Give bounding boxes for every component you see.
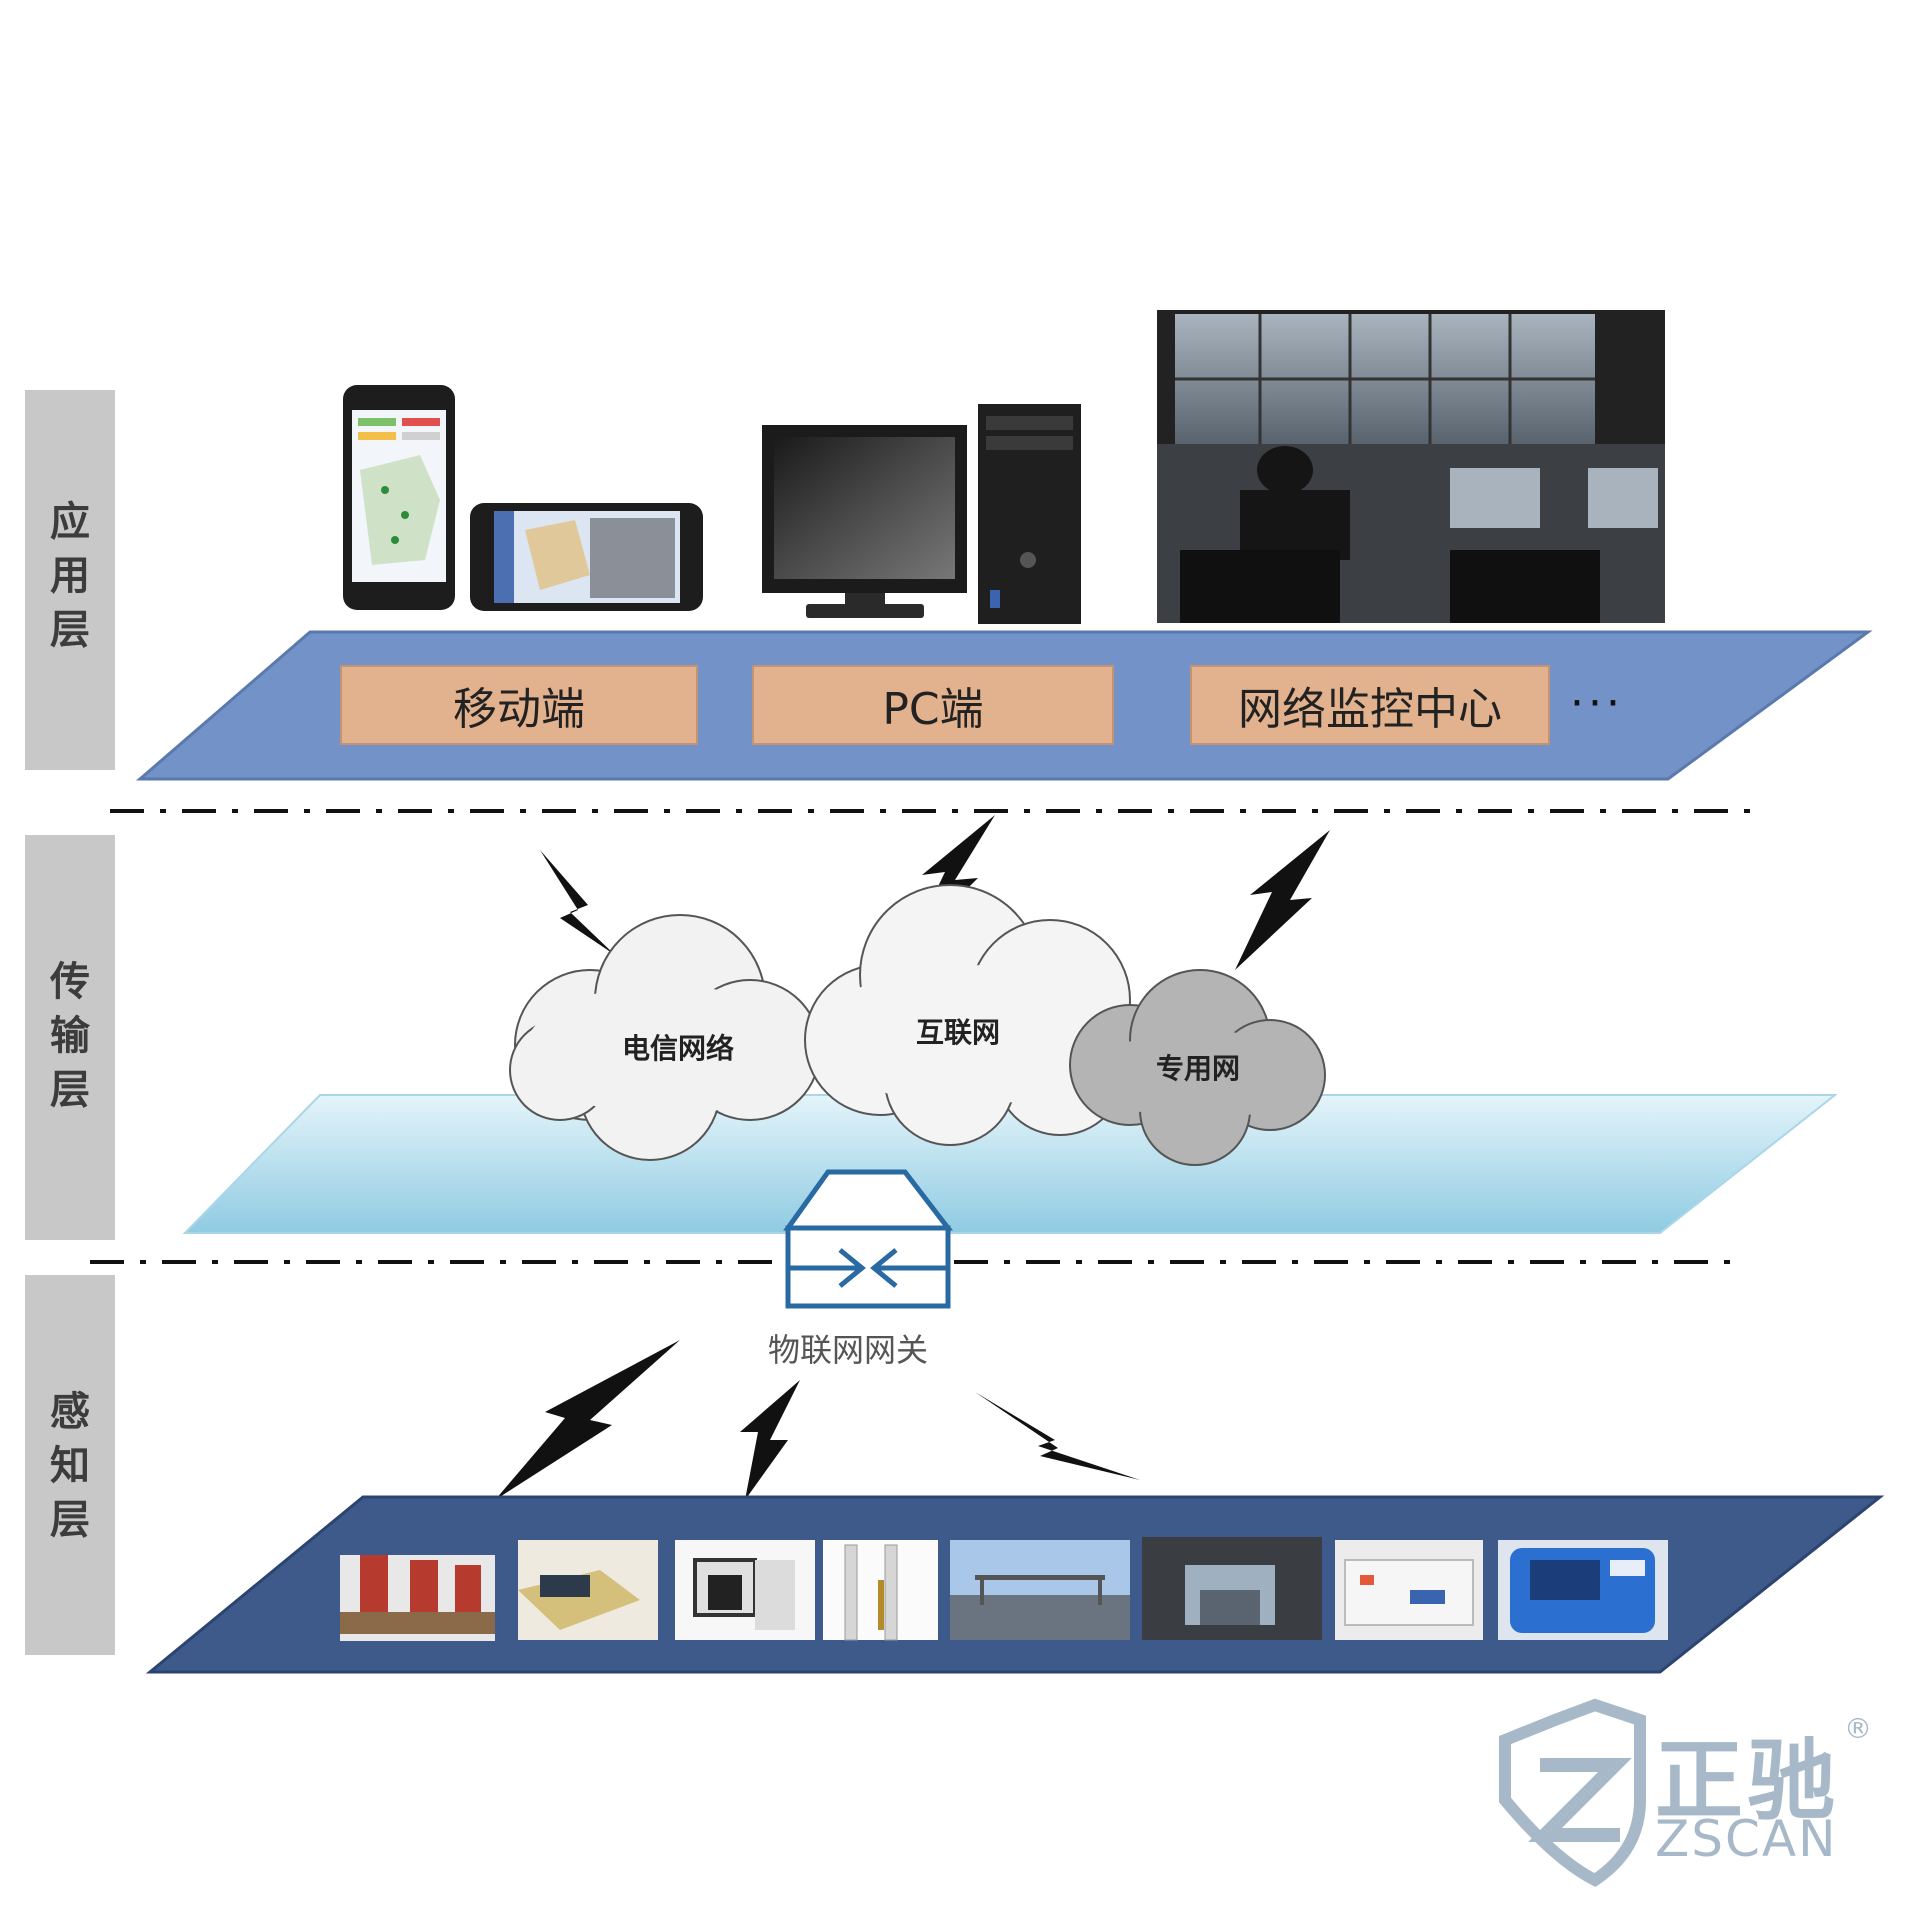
sensor-thumb-vehicle-scanner	[518, 1540, 658, 1640]
layer-char: 层	[50, 1066, 90, 1113]
transport-layer-plane	[182, 1094, 1838, 1234]
gateway-label: 物联网网关	[768, 1331, 929, 1369]
layer-label-application: 应 用 层	[48, 495, 92, 657]
pc-tower-icon	[978, 404, 1081, 624]
app-box-mobile: 移动端	[340, 665, 698, 745]
cloud-label-telecom: 电信网络	[622, 1032, 734, 1065]
sensor-thumb-barrier-gate	[340, 1555, 495, 1641]
brand-registered-mark: ®	[1844, 1712, 1872, 1745]
phone-portrait-icon	[343, 385, 455, 610]
phone-landscape-icon	[470, 503, 703, 611]
layer-tab-application	[25, 390, 115, 770]
cloud-telecom	[509, 914, 821, 1161]
cloud-private	[1069, 969, 1326, 1166]
brand-name-en: ZSCAN	[1655, 1810, 1838, 1868]
layer-label-perception: 感 知 层	[48, 1385, 92, 1547]
layer-char: 传	[50, 958, 90, 1005]
cloud-internet	[804, 884, 1131, 1146]
layer-char: 层	[50, 606, 90, 653]
sensor-thumbnails	[340, 1537, 1668, 1641]
layer-char: 输	[50, 1012, 90, 1059]
sensor-thumb-road-gantry	[950, 1540, 1130, 1640]
app-box-pc: PC端	[752, 665, 1114, 745]
sensor-thumb-detector-device	[1335, 1540, 1483, 1640]
layer-char: 知	[50, 1442, 90, 1489]
layer-char: 用	[50, 552, 90, 599]
zscan-logo-icon	[1499, 1698, 1646, 1887]
layer-label-transport: 传 输 层	[48, 955, 92, 1117]
app-box-monitoring-center: 网络监控中心	[1190, 665, 1550, 745]
sensor-thumb-metal-detector-gate	[823, 1540, 938, 1641]
sensor-thumb-xray-machine	[675, 1540, 815, 1640]
cloud-label-internet: 互联网	[916, 1016, 1000, 1049]
sensor-thumb-handheld-analyzer	[1498, 1540, 1668, 1640]
layer-char: 感	[50, 1388, 90, 1435]
application-more-ellipsis: ···	[1570, 678, 1624, 729]
gateway-icon	[783, 1169, 954, 1309]
pc-monitor-icon	[762, 425, 967, 618]
sensor-thumb-inspection-tunnel	[1142, 1537, 1322, 1640]
layer-tab-perception	[25, 1275, 115, 1655]
layer-char: 应	[50, 498, 90, 545]
monitoring-center-photo	[1157, 310, 1665, 623]
layer-tab-transport	[25, 835, 115, 1240]
lightning-bolt-icon	[495, 815, 1330, 1500]
cloud-label-private: 专用网	[1156, 1052, 1240, 1085]
brand-name-cn: 正驰	[1655, 1729, 1840, 1832]
layer-char: 层	[50, 1496, 90, 1543]
